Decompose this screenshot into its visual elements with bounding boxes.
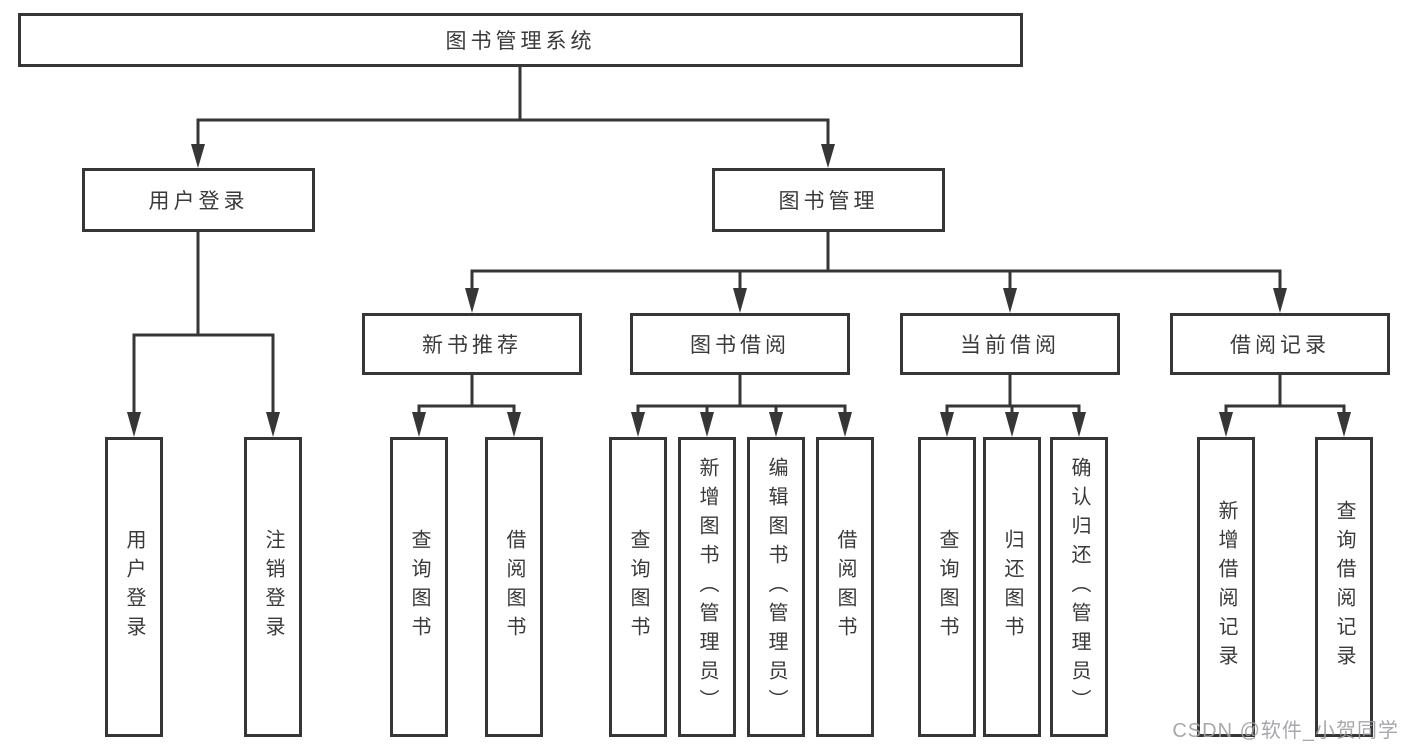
leaf-confirm-return-admin: 确认归还（管理员） xyxy=(1050,437,1108,737)
leaf-query-books-1-label: 查询图书 xyxy=(408,529,430,645)
node-library-management-system-label: 图书管理系统 xyxy=(445,30,596,53)
leaf-borrow-books-2: 借阅图书 xyxy=(816,437,874,737)
leaf-logout-label: 注销登录 xyxy=(262,529,284,645)
leaf-return-books-label: 归还图书 xyxy=(1001,529,1023,645)
leaf-borrow-books-1-label: 借阅图书 xyxy=(503,529,525,645)
leaf-add-books-admin: 新增图书（管理员） xyxy=(678,437,736,737)
leaf-add-borrow-record: 新增借阅记录 xyxy=(1197,437,1255,737)
leaf-add-books-admin-label: 新增图书（管理员） xyxy=(696,456,718,718)
leaf-confirm-return-admin-label: 确认归还（管理员） xyxy=(1068,456,1090,718)
leaf-edit-books-admin-label: 编辑图书（管理员） xyxy=(765,456,787,718)
node-book-borrowing-label: 图书借阅 xyxy=(690,334,790,357)
node-user-login: 用户登录 xyxy=(82,168,315,232)
leaf-borrow-books-1: 借阅图书 xyxy=(485,437,543,737)
leaf-query-borrow-record: 查询借阅记录 xyxy=(1315,437,1373,737)
leaf-query-books-2: 查询图书 xyxy=(609,437,667,737)
leaf-query-books-3-label: 查询图书 xyxy=(936,529,958,645)
leaf-query-books-3: 查询图书 xyxy=(918,437,976,737)
node-new-book-recommendation-label: 新书推荐 xyxy=(422,334,522,357)
leaf-borrow-books-2-label: 借阅图书 xyxy=(834,529,856,645)
leaf-user-login: 用户登录 xyxy=(105,437,163,737)
csdn-watermark: CSDN @软件_小贺同学 xyxy=(1172,720,1399,742)
leaf-query-books-2-label: 查询图书 xyxy=(627,529,649,645)
leaf-return-books: 归还图书 xyxy=(983,437,1041,737)
leaf-edit-books-admin: 编辑图书（管理员） xyxy=(747,437,805,737)
node-user-login-label: 用户登录 xyxy=(148,190,249,213)
node-book-management-label: 图书管理 xyxy=(778,190,879,213)
leaf-logout: 注销登录 xyxy=(244,437,302,737)
node-current-borrowing-label: 当前借阅 xyxy=(960,334,1060,357)
leaf-add-borrow-record-label: 新增借阅记录 xyxy=(1215,500,1237,674)
node-current-borrowing: 当前借阅 xyxy=(900,313,1120,375)
node-book-management: 图书管理 xyxy=(712,168,945,232)
node-borrowing-records-label: 借阅记录 xyxy=(1230,334,1330,357)
node-book-borrowing: 图书借阅 xyxy=(630,313,850,375)
leaf-query-books-1: 查询图书 xyxy=(390,437,448,737)
node-new-book-recommendation: 新书推荐 xyxy=(362,313,582,375)
leaf-user-login-label: 用户登录 xyxy=(123,529,145,645)
node-library-management-system: 图书管理系统 xyxy=(18,13,1023,67)
leaf-query-borrow-record-label: 查询借阅记录 xyxy=(1333,500,1355,674)
node-borrowing-records: 借阅记录 xyxy=(1170,313,1390,375)
